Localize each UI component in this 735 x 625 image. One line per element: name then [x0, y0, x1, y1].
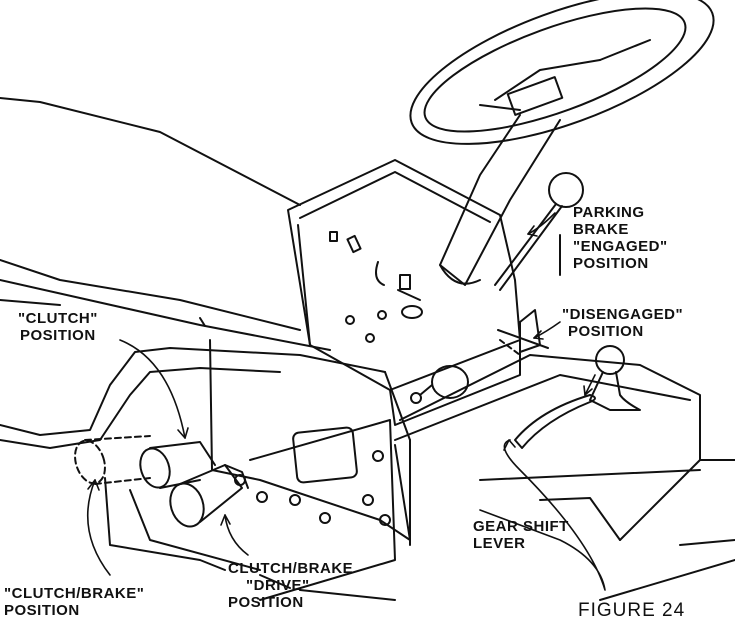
- label-line: "CLUTCH/BRAKE": [4, 585, 145, 602]
- label-clutch-brake-drive: CLUTCH/BRAKE "DRIVE" POSITION: [228, 560, 353, 611]
- steering-wheel: [409, 0, 715, 286]
- label-line: POSITION: [4, 602, 80, 619]
- label-line: CLUTCH/BRAKE: [228, 560, 354, 577]
- label-gear-shift-lever: GEAR SHIFT LEVER: [473, 518, 569, 552]
- pedal-clutch: [139, 441, 216, 489]
- label-line: "DISENGAGED": [562, 306, 684, 323]
- label-disengaged-position: "DISENGAGED" POSITION: [562, 306, 683, 340]
- label-line: "DRIVE": [246, 577, 310, 594]
- label-line: POSITION: [20, 327, 96, 344]
- label-line: GEAR SHIFT: [473, 518, 569, 535]
- parking-brake-lever: [494, 172, 584, 356]
- hood: [0, 97, 331, 351]
- label-line: PARKING: [573, 204, 645, 221]
- label-clutch-position: "CLUTCH" POSITION: [18, 310, 98, 344]
- pedal-rails: [104, 477, 396, 601]
- label-line: BRAKE: [573, 221, 629, 238]
- floor-plate: [394, 354, 735, 601]
- label-line: POSITION: [228, 594, 304, 611]
- label-line: POSITION: [568, 323, 644, 340]
- pedal-clutch-brake: [74, 435, 151, 485]
- figure-caption: FIGURE 24: [578, 600, 686, 621]
- side-panel: [0, 339, 411, 546]
- label-clutch-brake-position: "CLUTCH/BRAKE" POSITION: [4, 585, 144, 619]
- label-line: "CLUTCH": [18, 310, 98, 327]
- label-line: POSITION: [573, 255, 649, 272]
- throttle-knob: [410, 365, 469, 404]
- dashboard-console: [287, 159, 521, 426]
- label-parking-brake-engaged: PARKING BRAKE "ENGAGED" POSITION: [573, 204, 668, 272]
- leader-lines: [86, 212, 606, 591]
- label-line: "ENGAGED": [573, 238, 668, 255]
- label-line: LEVER: [473, 535, 526, 552]
- gear-shift-lever: [514, 345, 641, 449]
